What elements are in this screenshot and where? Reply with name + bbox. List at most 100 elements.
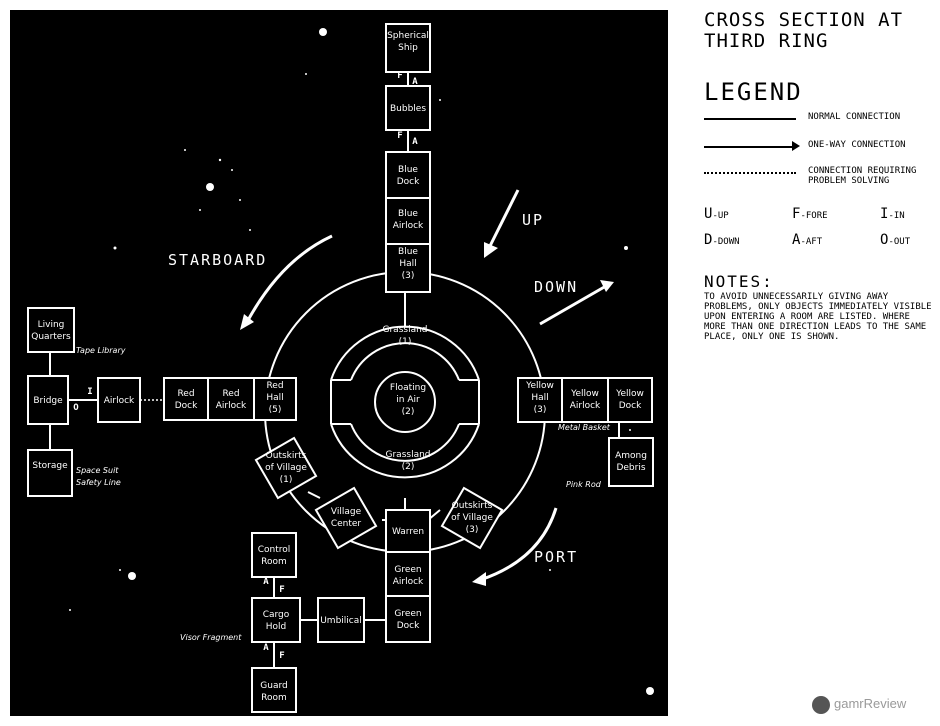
svg-text:Airlock: Airlock <box>393 221 424 231</box>
room-guard-room: Guard Room <box>251 667 297 713</box>
room-living-quarters: Living Quarters <box>27 307 75 353</box>
svg-text:Airlock: Airlock <box>104 396 135 406</box>
connections <box>49 72 620 668</box>
grassland-1-arc-outer <box>330 325 480 381</box>
connection-letter-f: F <box>397 71 402 81</box>
svg-text:Debris: Debris <box>616 463 645 473</box>
item-visor-fragment: Visor Fragment <box>180 633 242 642</box>
svg-text:Green: Green <box>394 565 421 575</box>
starboard-label: STARBOARD <box>168 251 267 269</box>
down-label: DOWN <box>534 278 578 296</box>
svg-text:Dock: Dock <box>397 177 420 187</box>
room-red-hall: Red Hall (5) <box>253 377 297 421</box>
star <box>231 169 233 171</box>
legend-panel: CROSS SECTION AT THIRD RING LEGEND NORMA… <box>702 0 940 726</box>
star <box>199 209 201 211</box>
svg-text:of Village: of Village <box>265 463 307 473</box>
down-arrow: DOWN <box>534 278 614 326</box>
room-blue-airlock: Blue Airlock <box>385 197 431 245</box>
room-cargo-hold: Cargo Hold <box>251 597 301 643</box>
notes-text: TO AVOID UNNECESSARILY GIVING AWAY PROBL… <box>704 292 932 342</box>
svg-text:(3): (3) <box>402 271 415 281</box>
port-label: PORT <box>534 548 578 566</box>
svg-text:Spherical: Spherical <box>387 31 429 41</box>
room-green-airlock: Green Airlock <box>385 551 431 597</box>
svg-text:Village: Village <box>331 507 362 517</box>
svg-text:Red: Red <box>266 381 283 391</box>
svg-text:Outskirts: Outskirts <box>266 451 307 461</box>
svg-text:Green: Green <box>394 609 421 619</box>
svg-text:Cargo: Cargo <box>263 610 290 620</box>
port-arrow: PORT <box>472 507 578 586</box>
legend-problem: CONNECTION REQUIRING PROBLEM SOLVING <box>704 166 934 190</box>
svg-text:Room: Room <box>261 557 287 567</box>
svg-text:Bridge: Bridge <box>33 396 63 406</box>
svg-text:in Air: in Air <box>396 395 420 405</box>
svg-text:Airlock: Airlock <box>216 401 247 411</box>
svg-text:Storage: Storage <box>32 461 68 471</box>
svg-text:Dock: Dock <box>619 401 642 411</box>
page-title: CROSS SECTION AT THIRD RING <box>704 9 904 52</box>
svg-text:Among: Among <box>615 451 647 461</box>
svg-text:Yellow: Yellow <box>525 381 554 391</box>
room-umbilical: Umbilical <box>317 597 365 643</box>
room-bubbles: Bubbles <box>385 85 431 131</box>
up-arrow: UP <box>484 189 544 258</box>
room-among-debris: Among Debris <box>608 437 654 487</box>
map-diagram: Spherical Ship Bubbles Blue Dock Blue Ai… <box>27 23 654 713</box>
watermark-text: gamrReview <box>834 696 907 711</box>
up-label: UP <box>522 211 544 229</box>
star <box>69 609 71 611</box>
item-safety-line: Safety Line <box>76 478 121 487</box>
watermark: gamrReview <box>812 694 932 720</box>
svg-text:Hall: Hall <box>399 259 416 269</box>
svg-text:Dock: Dock <box>397 621 420 631</box>
svg-text:Control: Control <box>258 545 291 555</box>
dotted-line-sample <box>704 172 796 174</box>
svg-text:Blue: Blue <box>398 247 418 257</box>
svg-text:Airlock: Airlock <box>393 577 424 587</box>
svg-text:(2): (2) <box>402 407 415 417</box>
star <box>646 687 654 695</box>
star <box>439 99 441 101</box>
star <box>549 569 551 571</box>
grassland-2-arc-inner <box>350 423 460 462</box>
room-spherical-ship: Spherical Ship <box>385 23 431 73</box>
abbrev-aft: A-AFT <box>792 232 823 248</box>
svg-text:Dock: Dock <box>175 401 198 411</box>
svg-text:(1): (1) <box>280 475 293 485</box>
gamrreview-logo-icon <box>812 696 830 714</box>
connection-letter-i: I <box>87 387 92 397</box>
legend-one-way: ONE-WAY CONNECTION <box>704 140 934 164</box>
connection-letter-f: F <box>397 131 402 141</box>
starboard-arrow: STARBOARD <box>168 234 333 330</box>
svg-text:Center: Center <box>331 519 362 529</box>
star <box>206 183 214 191</box>
item-tape-library: Tape Library <box>76 346 126 355</box>
svg-text:Floating: Floating <box>390 383 426 393</box>
abbrev-up: U-UP <box>704 206 729 222</box>
room-red-airlock: Red Airlock <box>207 377 255 421</box>
star <box>218 158 222 162</box>
svg-text:(3): (3) <box>466 525 479 535</box>
star <box>113 246 117 250</box>
abbrev-fore: F-FORE <box>792 206 828 222</box>
star <box>184 149 186 151</box>
svg-text:Hold: Hold <box>266 622 287 632</box>
star <box>319 28 327 36</box>
room-blue-dock: Blue Dock <box>385 151 431 199</box>
room-village-center <box>314 486 378 550</box>
room-green-dock: Green Dock <box>385 595 431 643</box>
svg-text:Warren: Warren <box>392 527 424 537</box>
room-warren: Warren <box>385 509 431 553</box>
svg-text:Room: Room <box>261 693 287 703</box>
connection-letter-a: A <box>263 643 269 653</box>
star <box>239 199 241 201</box>
room-outskirts-1 <box>254 436 318 500</box>
legend-heading: LEGEND <box>704 78 803 106</box>
grassland-1-arc-inner <box>350 342 460 381</box>
room-red-dock: Red Dock <box>163 377 209 421</box>
svg-text:Yellow: Yellow <box>570 389 599 399</box>
room-bridge: Bridge <box>27 375 69 425</box>
svg-text:Living: Living <box>38 320 65 330</box>
